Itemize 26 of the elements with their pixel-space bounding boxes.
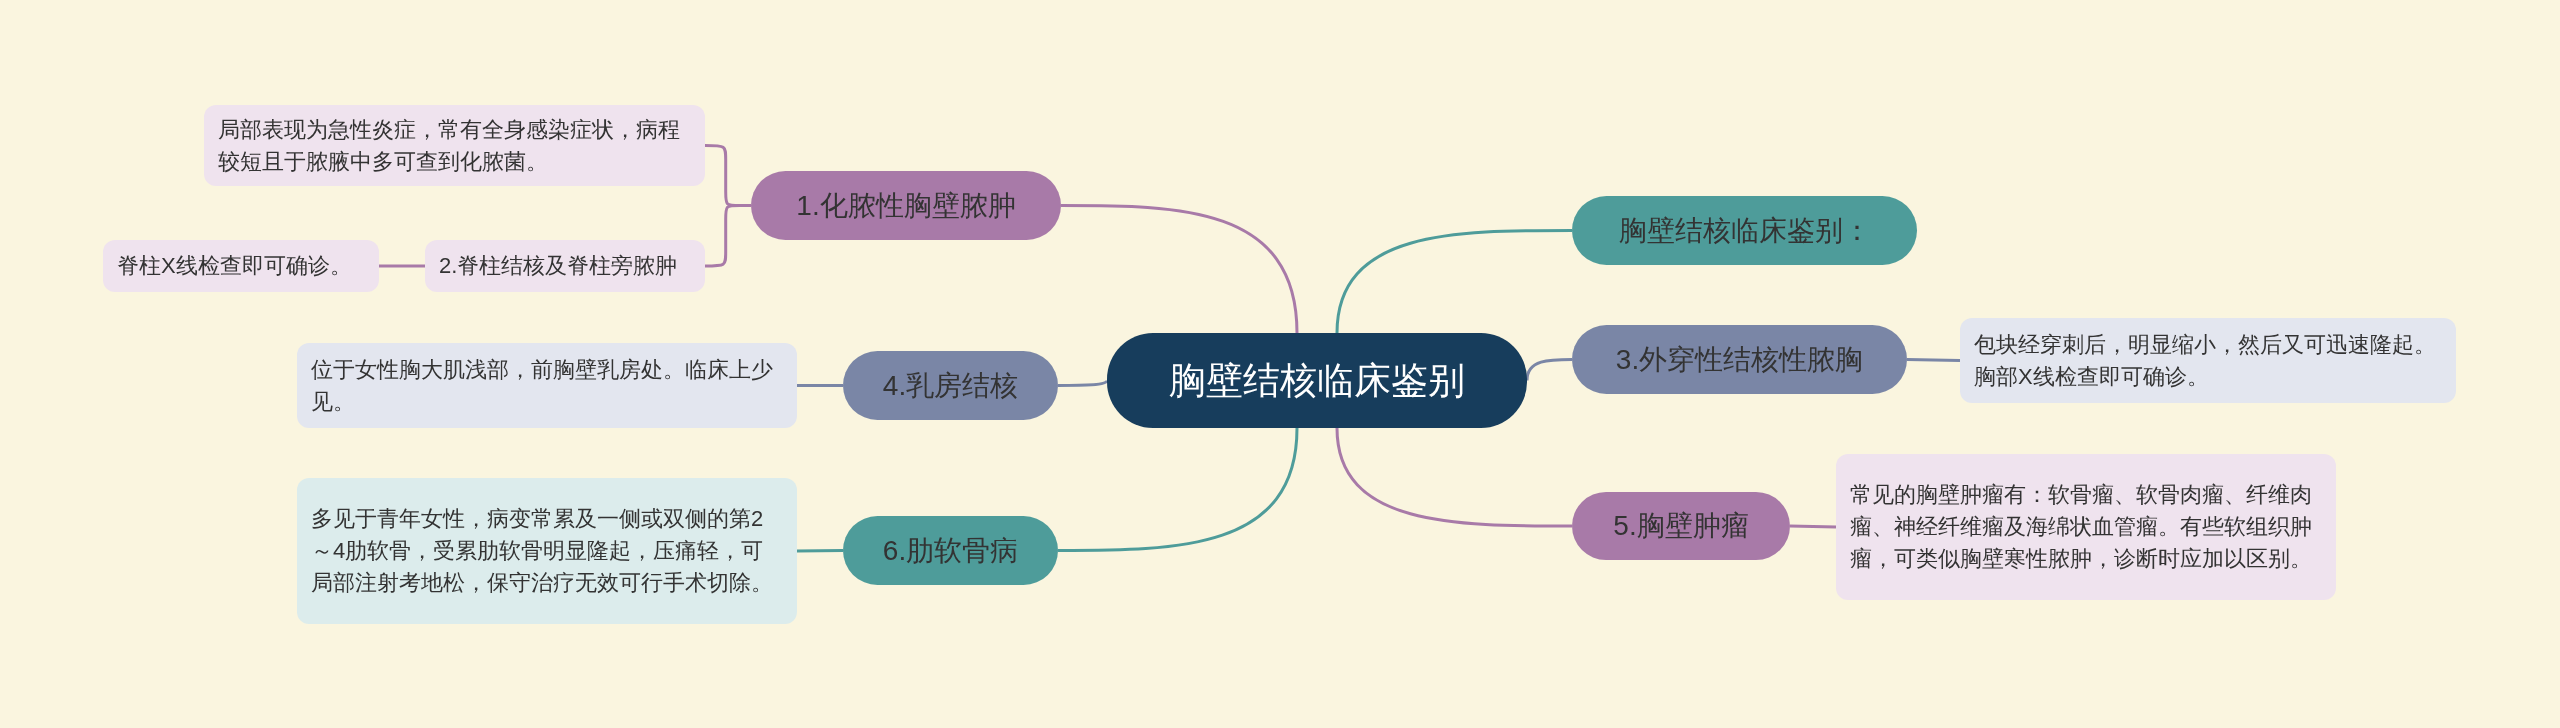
connector-line	[797, 549, 843, 553]
connector-line	[1525, 358, 1572, 381]
topic-box: 3.外穿性结核性脓胸	[1572, 325, 1907, 394]
topic-box: 胸壁结核临床鉴别：	[1572, 196, 1917, 265]
connector-line	[1058, 427, 1299, 552]
connector-line	[379, 264, 425, 268]
connector-line	[1789, 524, 1837, 529]
note-box: 脊柱X线检查即可确诊。	[103, 240, 379, 292]
note-box: 包块经穿刺后，明显缩小，然后又可迅速隆起。胸部X线检查即可确诊。	[1960, 318, 2456, 403]
connector-line	[1335, 427, 1572, 528]
topic-box: 5.胸壁肿瘤	[1572, 492, 1790, 560]
topic-box: 6.肋软骨病	[843, 516, 1058, 585]
connector-line	[1906, 358, 1961, 362]
topic-box: 1.化脓性胸壁脓肿	[751, 171, 1061, 240]
connector-line	[1335, 229, 1572, 334]
connector-line	[705, 204, 751, 268]
topic-box: 4.乳房结核	[843, 351, 1058, 420]
note-box: 位于女性胸大肌浅部，前胸壁乳房处。临床上少见。	[297, 343, 797, 428]
note-box: 局部表现为急性炎症，常有全身感染症状，病程较短且于脓腋中多可查到化脓菌。	[204, 105, 705, 186]
note-box: 多见于青年女性，病变常累及一侧或双侧的第2～4肋软骨，受累肋软骨明显隆起，压痛轻，可局部注射考地松，保守治疗无效可行手术切除。	[297, 478, 797, 624]
note-box: 2.脊柱结核及脊柱旁脓肿	[425, 240, 705, 292]
note-box: 常见的胸壁肿瘤有：软骨瘤、软骨肉瘤、纤维肉瘤、神经纤维瘤及海绵状血管瘤。有些软组织肿瘤，可类似胸壁寒性脓肿，诊断时应加以区别。	[1836, 454, 2336, 600]
connector-line	[1061, 204, 1299, 334]
central-topic: 胸壁结核临床鉴别	[1107, 333, 1527, 428]
connector-line	[1058, 379, 1109, 387]
connector-line	[797, 384, 843, 387]
